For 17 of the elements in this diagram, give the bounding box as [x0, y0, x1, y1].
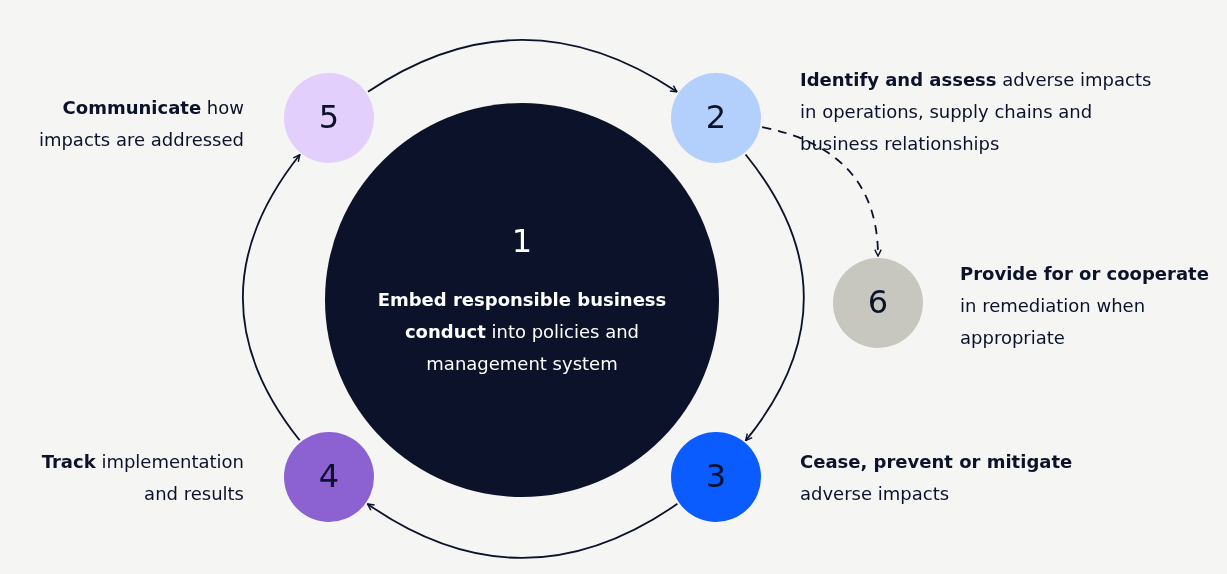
step-description: Embed responsible business conduct into policies and management system	[376, 288, 668, 376]
step-description: Communicate how impacts are addressed	[37, 96, 244, 152]
step-number: 5	[317, 101, 341, 133]
step-number: 1	[510, 225, 534, 257]
step-number: 3	[704, 460, 728, 492]
arrow	[241, 153, 301, 442]
step-description: Track implementation and results	[40, 450, 244, 506]
arrow	[744, 153, 805, 442]
step-number: 4	[317, 460, 341, 492]
step-number: 6	[866, 286, 890, 318]
arrow	[761, 126, 882, 257]
step-description: Provide for or cooperate in remediation when appropriate	[960, 262, 1210, 350]
step-description: Cease, prevent or mitigate adverse impacts	[800, 450, 1074, 506]
arrow	[366, 502, 679, 559]
step-description: Identify and assess adverse impacts in operations, supply chains and business relationships	[800, 68, 1153, 156]
step-number: 2	[704, 101, 728, 133]
arrow	[367, 39, 678, 93]
